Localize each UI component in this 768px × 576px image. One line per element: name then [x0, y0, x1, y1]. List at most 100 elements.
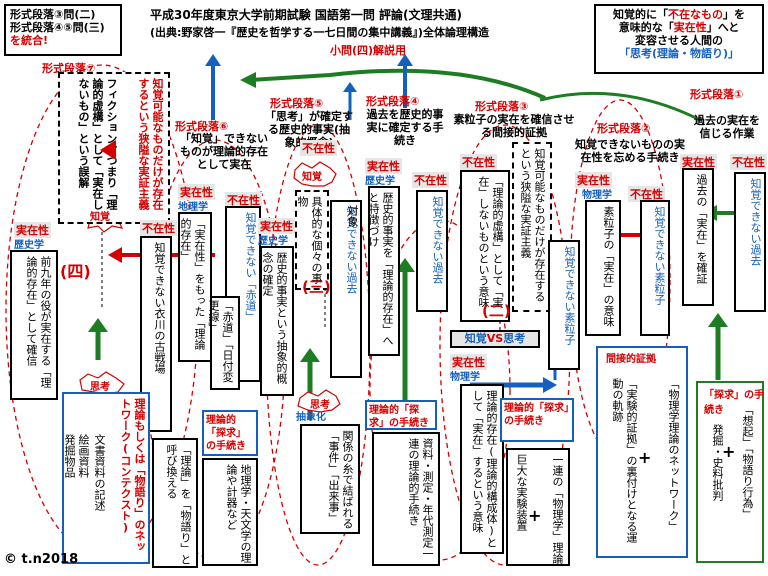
chikaku-kako4-box: 知覚できない過去	[416, 190, 448, 312]
riron-tankyu-box-6: 理論的「探求」の手続き	[202, 410, 258, 456]
copyright: © t.n2018	[4, 552, 79, 567]
page-subtitle: 小問(四)解説用	[330, 44, 407, 57]
tag-rekishigaku: 歴史学	[14, 240, 44, 251]
note-line: 形式段落③問(二)	[10, 8, 96, 21]
tag-fuzaisei: 不在性	[730, 154, 767, 170]
tankyu-proc-label: 「探求」の手続き	[704, 390, 764, 416]
chikaku-kako5-box: 知覚できない過去	[330, 200, 362, 378]
rekishi-chusho-text: 歴史的事実という抽象的概念の確定	[261, 252, 288, 384]
kyodai-text: 巨大な実験装置	[515, 454, 528, 531]
chikaku-kako-box: 知覚できない過去	[734, 172, 766, 312]
paragraph-label-1: 形式段落①	[690, 88, 744, 101]
vs-mid: VS	[486, 332, 504, 345]
tag-jitsuzaisei: 実在性	[14, 222, 51, 238]
riron-kyokou-box: 「理論的虚構」として「実在」しないものという意味	[460, 170, 510, 322]
note-text: 「思考(理論・物語り)」	[618, 47, 740, 60]
tag-jitsuzaisei: 実在性	[680, 154, 717, 170]
taishou-text: 対象	[346, 205, 359, 227]
sekido-text: 「赤道」「日付変更線」	[207, 300, 234, 383]
p7-text-red: 知覚可能なものだけが存在するという狭隘な実証主義	[137, 78, 164, 210]
riron-tankyu-box-3: 理論的「探求」の手続き	[500, 398, 574, 442]
butsuri-network-text: 「物理学理論のネットワーク」	[667, 378, 680, 532]
red-arrow-icon	[100, 140, 116, 160]
kankei-text: 関係の糸で結ばれる「事件」「出来事」	[327, 430, 354, 529]
chikaku-soryushi2-box: 知覚できない素粒子	[640, 200, 670, 336]
chikaku-kako5-text: 知覚できない過去	[345, 206, 358, 294]
hakkutsu-text: 発掘・史料批判	[711, 424, 724, 501]
jitsuzai-riron-box: 「実在性」をもった「理論的存在」	[178, 212, 212, 362]
riron-kousei-text: 理論的存在(理論的構成体)として「実在」するという意味	[471, 390, 498, 548]
p2-description: 知覚できないものの実在性を忘める手続き	[575, 138, 685, 164]
chiri-riron-text: 地理学・天文学の理論や計器など	[225, 464, 252, 563]
tag-rekishigaku: 歴史学	[365, 176, 395, 187]
top-left-note: 形式段落③問(二) 形式段落④⑤問(三) を統合!	[4, 4, 122, 56]
chikaku-sekido-text: 知覚できない「赤道」	[244, 212, 257, 322]
note-line: を統合!	[10, 34, 49, 47]
tag-jitsuzaisei: 実在性	[365, 158, 402, 174]
e-shiryou-text: 絵画資料	[77, 434, 90, 478]
vs-right: 思考	[503, 332, 526, 345]
tag-fuzaisei: 不在性	[460, 154, 497, 170]
kansetsu-box: 間接的証拠 「物理学理論のネットワーク」 「実験的証拠」の裏付けとなる運動の軌跡…	[596, 346, 688, 558]
plus-icon: +	[528, 506, 542, 525]
note-text: 意味的な「	[618, 21, 674, 34]
note-text: 」へと	[706, 21, 740, 34]
note-text: 変容させる人間の	[635, 34, 723, 47]
jikken-text: 「実験的証拠」の裏付けとなる運動の軌跡	[611, 378, 638, 543]
zenkunen-box: 前九年の役が実在する「理論的存在」として確信	[10, 250, 58, 400]
tag-fuzaisei: 不在性	[140, 220, 177, 236]
tag-fuzaisei: 不在性	[628, 186, 665, 202]
tag-jitsuzaisei: 実在性	[178, 184, 215, 200]
note-line: 形式段落④⑤問(三)	[10, 21, 105, 34]
tag-chirigaku: 地理学	[178, 202, 208, 213]
p6-description: 「知覚」できないものが理論的存在として実在	[180, 132, 268, 171]
shiryou-box: 資料・測定・年代測定一連の理論的手続き	[372, 432, 440, 566]
network-box: 理論もしくは「物語り」のネットワーク(コンテクスト) 文書資料の記述 絵画資料 …	[62, 392, 150, 564]
hakkutsu-buppin-text: 発掘物品	[63, 434, 76, 478]
paragraph-label-2: 形式段落②	[597, 122, 651, 135]
riron-monogatari-box: 「理論」を「物語り」と呼び換える	[152, 438, 198, 568]
tag-rekishigaku: 歴史学	[258, 236, 288, 247]
rekishi-chusho-box: 歴史的事実という抽象的概念の確定	[260, 246, 294, 396]
note-text: 実在性	[673, 21, 707, 34]
tag-butsurigaku: 物理学	[450, 372, 480, 383]
shikou-burst-label: 思考	[310, 400, 330, 411]
tag-jitsuzaisei: 実在性	[450, 354, 487, 370]
gutai-box: 具体的な個々の事物	[295, 190, 329, 290]
chikaku-kanou-text: 知覚可能なものだけが存在するという狭隘な実証主義	[519, 148, 546, 302]
tag-fuzaisei: 不在性	[225, 192, 262, 208]
chikaku-soryushi-box: 知覚できない素粒子	[548, 240, 580, 370]
zenkunen-text: 前九年の役が実在する「理論的存在」として確信	[25, 256, 52, 388]
tag-jitsuzaisei: 実在性	[575, 172, 612, 188]
top-right-note: 知覚的に「不在なもの」を 意味的な「実在性」へと 変容させる人間の 「思考(理論…	[594, 4, 764, 74]
note-text: 」を	[723, 8, 745, 21]
riron-monogatari-text: 「理論」を「物語り」と呼び換える	[165, 444, 192, 565]
note-text: 知覚的に「	[613, 8, 668, 21]
koromo-text: 知覚できない衣川の古戦場	[153, 242, 166, 374]
soukiten-text: 「想起」「物語り行為」	[741, 404, 754, 520]
chiri-riron-box: 地理学・天文学の理論や計器など	[202, 458, 258, 566]
kyodai-box: 一連の「物理学」理論 巨大な実験装置 +	[506, 448, 570, 566]
rekishi-jijitsu-box: 歴史的事実を「理論的存在」へと特徴づけ	[367, 186, 400, 356]
plus-icon: +	[722, 442, 736, 461]
chikaku-kako-text: 知覚できない過去	[749, 178, 762, 266]
shiryou-text: 資料・測定・年代測定一連の理論的手続き	[407, 438, 434, 559]
mark-three: (三)	[302, 278, 331, 296]
kako-kakunin-box: 過去の「実在」を確証	[682, 168, 714, 306]
chikaku-kako4-text: 知覚できない過去	[431, 196, 444, 284]
paragraph-label-5: 形式段落⑤	[270, 97, 324, 110]
kankei-box: 関係の糸で結ばれる「事件」「出来事」	[300, 424, 360, 534]
note-text: 不在なもの	[668, 8, 723, 21]
page-title: 平成30年度東京大学前期試験 国語第一問 評論(文理共通)	[150, 8, 463, 22]
p4-description: 過去を歴史的事実に確定する手続き	[366, 108, 444, 147]
network-title: 理論もしくは「物語り」のネットワーク(コンテクスト)	[119, 398, 146, 552]
jitsuzai-riron-text: 「実在性」をもった「理論的存在」	[179, 218, 206, 350]
chushoka-label: 抽象化	[296, 412, 326, 423]
soryushi-imi-box: 素粒子の「実在」の意味	[585, 200, 621, 336]
chikaku-kanou-box: 知覚可能なものだけが存在するという狭隘な実証主義	[512, 142, 552, 312]
p1-description: 過去の実在を信じる作業	[694, 114, 760, 140]
ichiren-text: 一連の「物理学」理論	[551, 454, 564, 564]
vs-left: 知覚	[464, 332, 487, 345]
tag-butsurigaku: 物理学	[582, 190, 612, 201]
p3-description: 素粒子の実在を確信させる間接的証拠	[453, 113, 575, 139]
